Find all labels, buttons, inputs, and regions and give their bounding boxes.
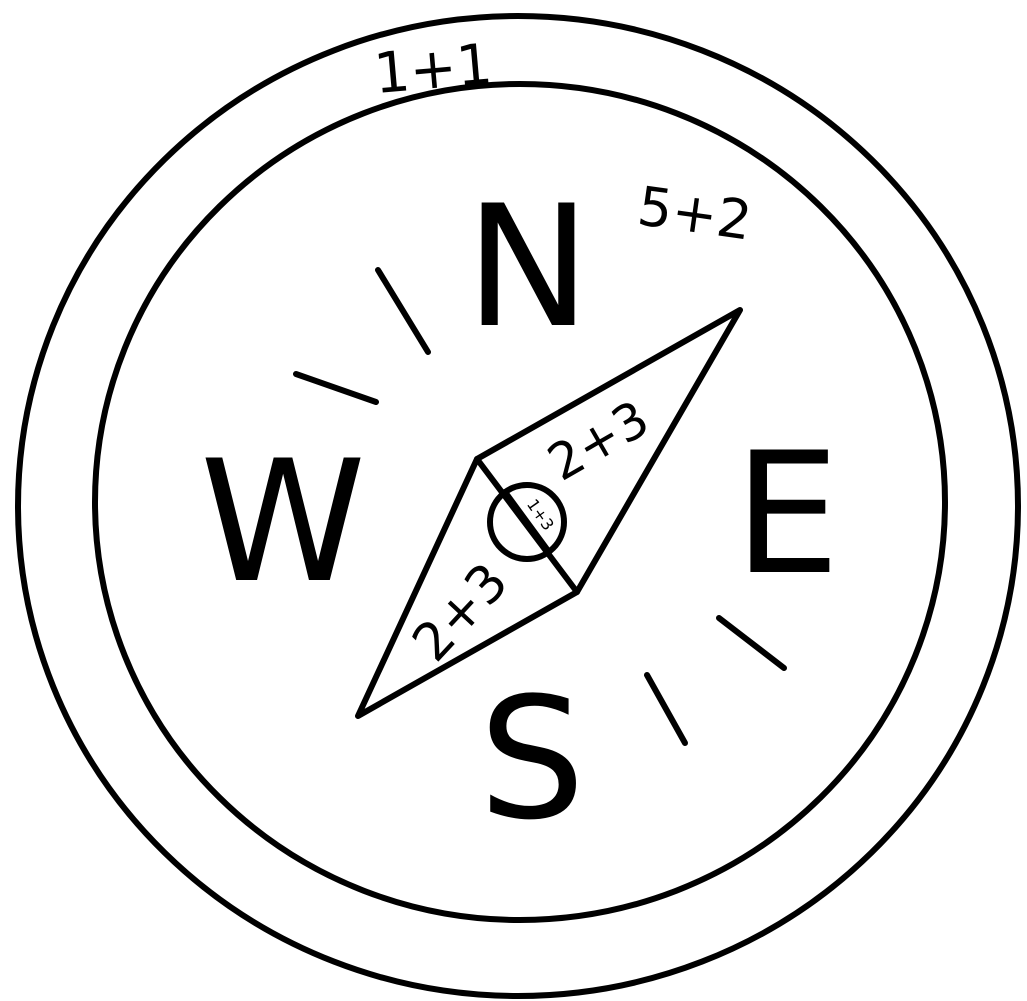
cardinal-east: E [734,416,840,612]
tick-mark-se-lower [647,675,685,743]
upper-right-label: 5+2 [634,174,756,252]
cardinal-north: N [465,169,591,365]
needle-lower-label: 2+3 [401,552,520,673]
tick-mark-nw-upper [378,270,428,352]
tick-mark-se-upper [719,618,784,668]
tick-mark-nw-lower [296,374,376,402]
cardinal-west: W [200,424,366,620]
cardinal-south: S [479,661,586,857]
outer-ring-label: 1+1 [371,32,494,107]
